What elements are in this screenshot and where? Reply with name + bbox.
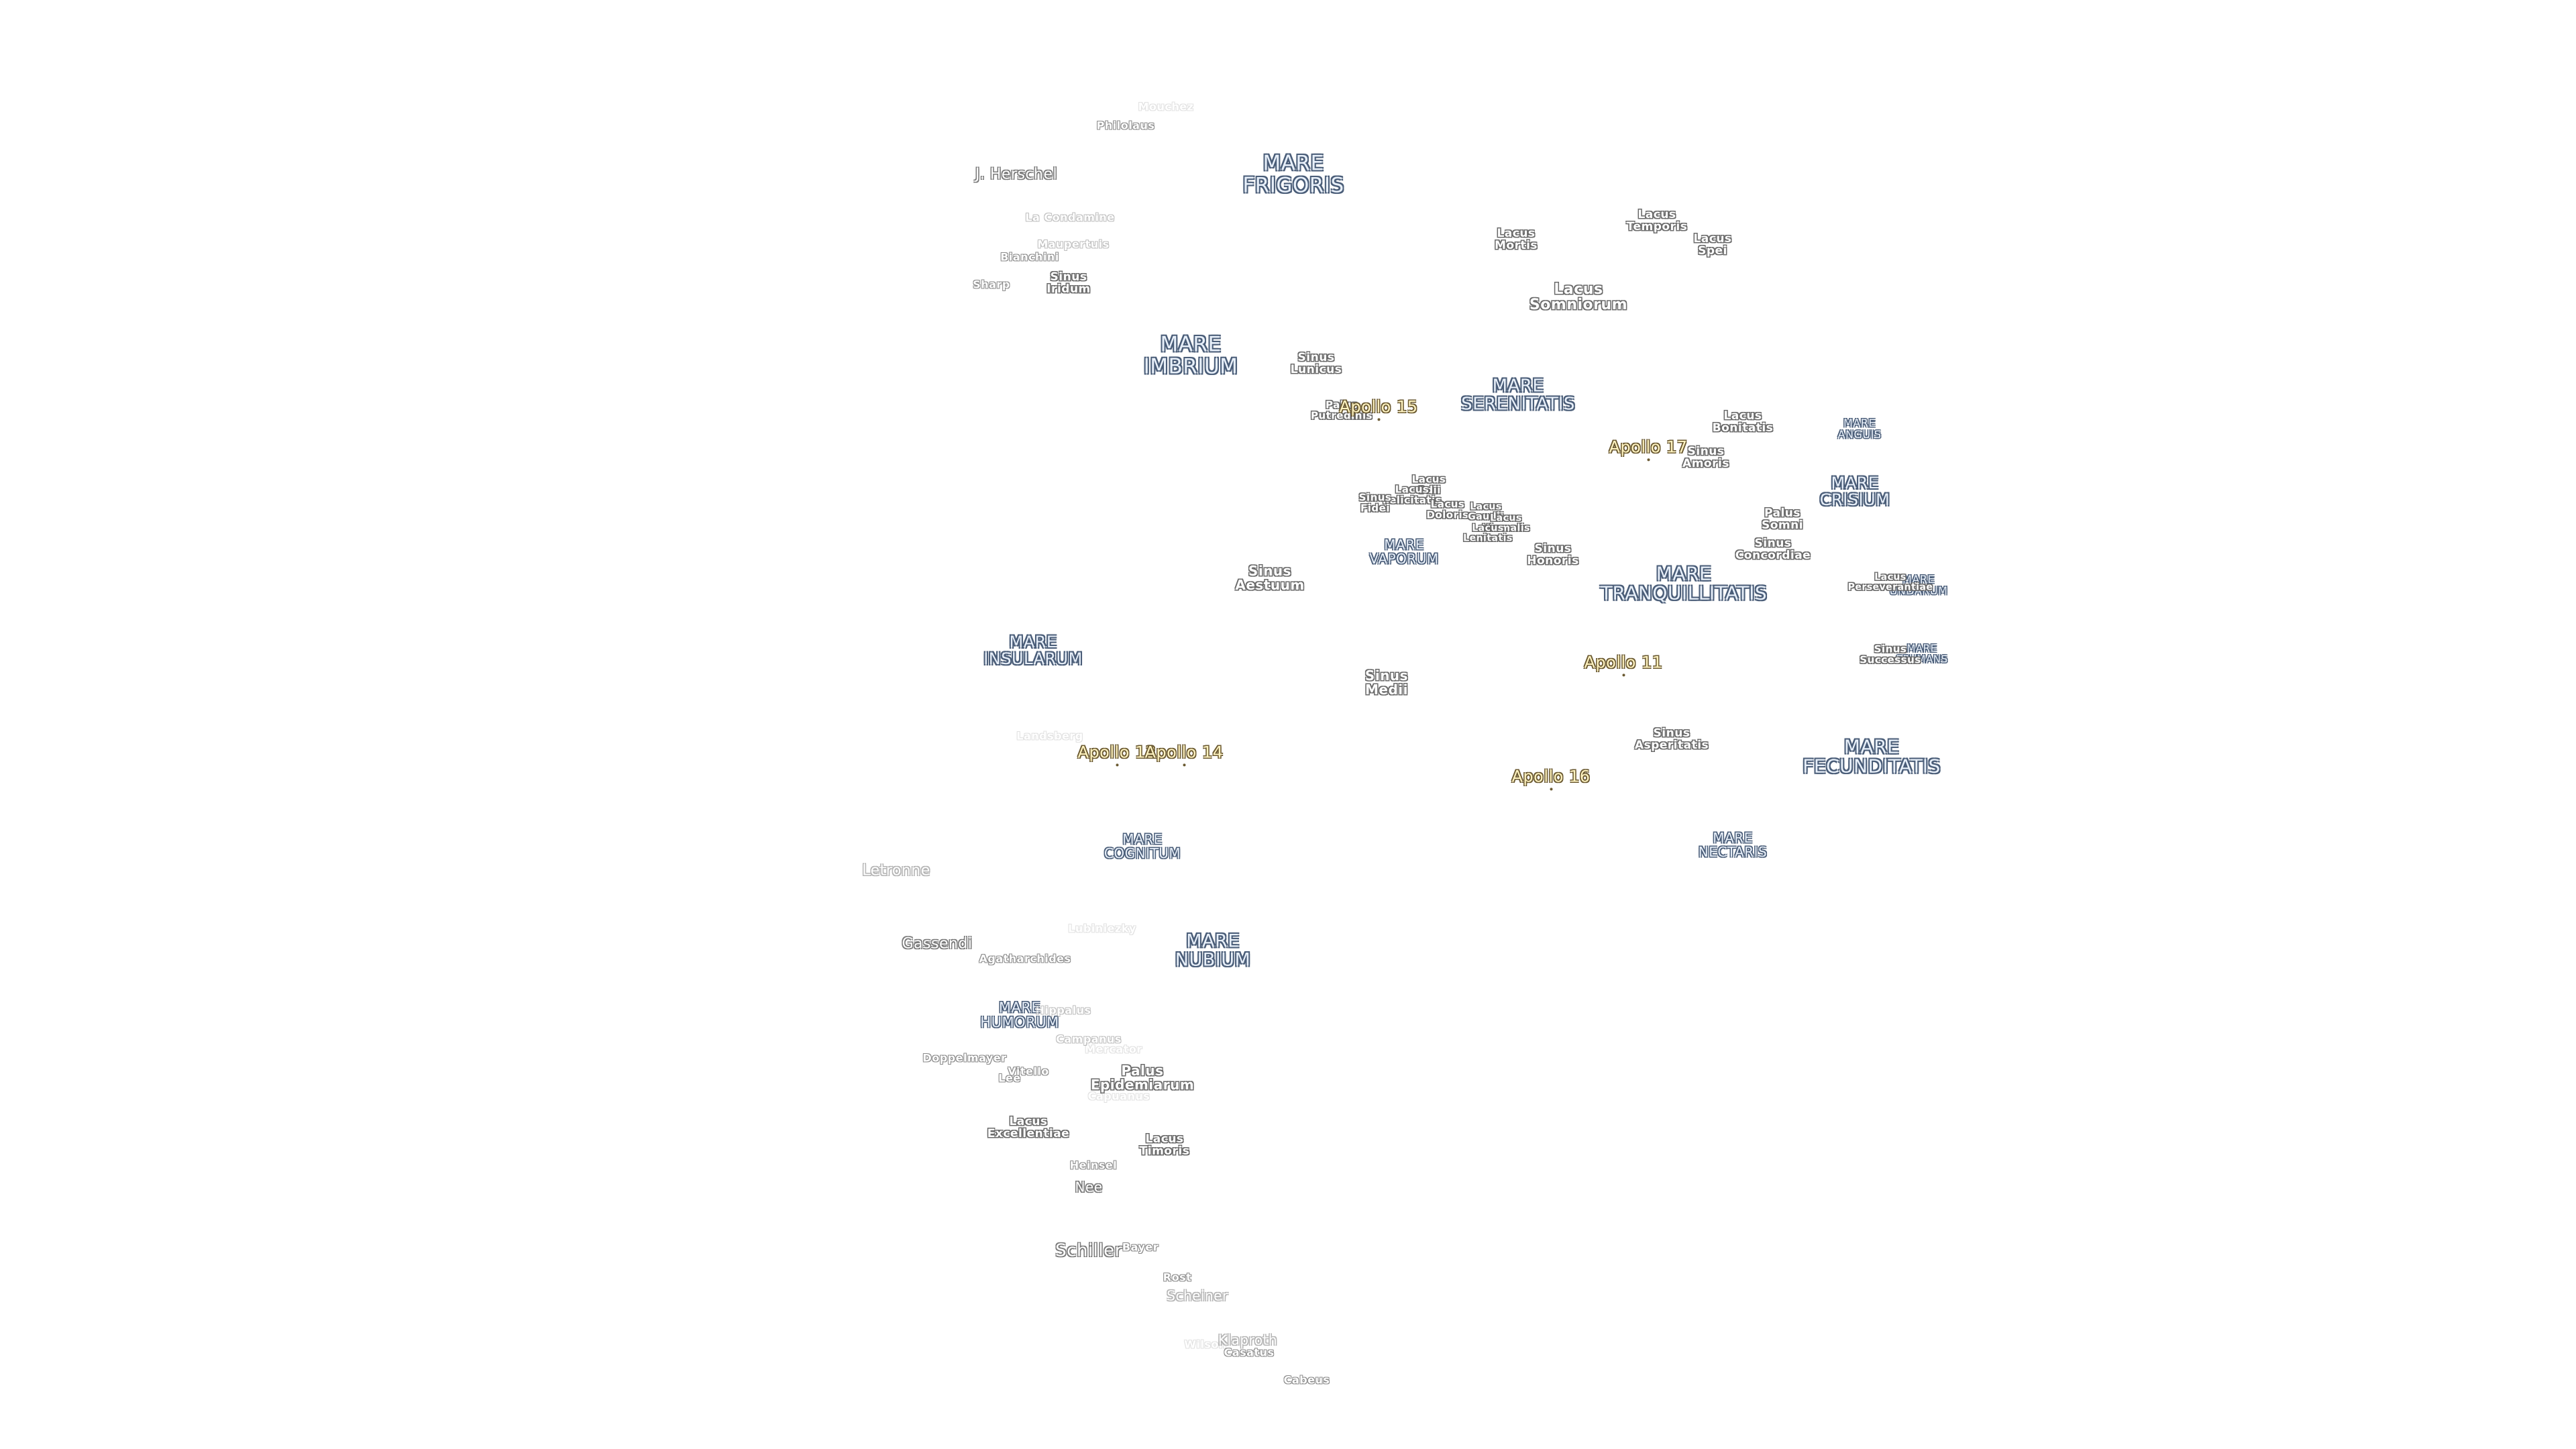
- lacus-doloris-label: Lacus Doloris: [1426, 498, 1469, 521]
- crater-rost-label: Rost: [1163, 1271, 1192, 1284]
- mare-humorum-label: MARE HUMORUM: [980, 999, 1059, 1030]
- apollo-12-site: Apollo 12: [1077, 743, 1157, 767]
- mare-insularum-label: MARE INSULARUM: [983, 632, 1083, 668]
- apollo-14-site: Apollo 14: [1144, 743, 1224, 767]
- crater-landsberg-label: Landsberg: [1016, 729, 1083, 743]
- mare-crisium-label: MARE CRISIUM: [1819, 473, 1890, 509]
- lacus-gaudii-label: Lacus Gaudii: [1468, 501, 1504, 522]
- crater-heinsel-label: Heinsel: [1069, 1159, 1118, 1172]
- crater-lee-label: Lee: [998, 1071, 1021, 1085]
- mare-fecunditatis-label: MARE FECUNDITATIS: [1803, 735, 1941, 777]
- crater-sharp-label: Sharp: [973, 278, 1010, 291]
- lacus-timoris-label: Lacus Timoris: [1139, 1132, 1190, 1158]
- lacus-perseverantiae-label: Lacus Perseverantiae: [1847, 572, 1933, 592]
- lacus-somniorum-label: Lacus Somniorum: [1529, 280, 1628, 313]
- lacus-odii-label: Lacus Odii: [1411, 473, 1446, 496]
- crater-capuanus-label: Capuanus: [1087, 1089, 1150, 1103]
- sinus-iridum-label: Sinus Iridum: [1046, 270, 1091, 296]
- apollo-15-site: Apollo 15: [1339, 397, 1418, 421]
- crater-la-condamine-label: La Condamine: [1025, 211, 1115, 224]
- mare-imbrium-label: MARE IMBRIUM: [1143, 332, 1238, 378]
- palus-somni-label: Palus Somni: [1761, 506, 1804, 532]
- mare-frigoris-label: MARE FRIGORIS: [1242, 151, 1344, 197]
- sinus-medii-label: Sinus Medii: [1364, 667, 1409, 698]
- crater-campanus-label: Campanus: [1056, 1032, 1122, 1046]
- crater-mercator-label: Mercator: [1085, 1042, 1142, 1056]
- sinus-amoris-label: Sinus Amoris: [1682, 445, 1729, 470]
- crater-bianchini-label: Bianchini: [1000, 250, 1059, 264]
- mare-undarum-label: MARE UNDARUM: [1889, 573, 1948, 597]
- crater-gassendi-label: Gassendi: [902, 935, 973, 953]
- crater-schiller-label: Schiller: [1055, 1240, 1122, 1261]
- crater-hippalus-label: Hippalus: [1035, 1004, 1091, 1017]
- mare-anguis-label: MARE ANGUIS: [1837, 417, 1882, 441]
- crater-doppelmayer-label: Doppelmayer: [922, 1051, 1007, 1065]
- sinus-concordiae-label: Sinus Concordiae: [1735, 537, 1811, 562]
- lacus-mortis-label: Lacus Mortis: [1494, 227, 1538, 252]
- sinus-fidei-label: Sinus Fidei: [1358, 491, 1392, 514]
- crater-letronne-label: Letronne: [862, 862, 930, 879]
- crater-cabeus-label: Cabeus: [1283, 1373, 1330, 1387]
- crater-j-herschel-label: J. Herschel: [975, 166, 1058, 183]
- sinus-lunicus-label: Sinus Lunicus: [1290, 351, 1342, 376]
- apollo-16-site: Apollo 16: [1511, 767, 1591, 791]
- apollo-17-site: Apollo 17: [1609, 437, 1688, 462]
- crater-casatus-label: Casatus: [1224, 1346, 1275, 1359]
- mare-nectaris-label: MARE NECTARIS: [1698, 830, 1768, 860]
- lacus-spei-label: Lacus Spei: [1693, 232, 1732, 258]
- palus-epidemiarum-label: Palus Epidemiarum: [1090, 1063, 1195, 1093]
- sinus-honoris-label: Sinus Honoris: [1527, 542, 1579, 568]
- lacus-lenitatis-label: Lacus Lenitatis: [1463, 523, 1513, 543]
- lacus-hiemalis-label: Lacus Hiemalis: [1482, 513, 1530, 533]
- crater-maupertuis-label: Maupertuis: [1037, 237, 1110, 251]
- crater-scheiner-label: Scheiner: [1167, 1287, 1228, 1304]
- lacus-temporis-label: Lacus Temporis: [1626, 208, 1688, 233]
- mare-nubium-label: MARE NUBIUM: [1175, 930, 1251, 971]
- crater-mouchez-label: Mouchez: [1138, 100, 1194, 113]
- sinus-successus-label: Sinus Successus: [1860, 643, 1921, 665]
- apollo-11-site: Apollo 11: [1584, 653, 1663, 677]
- mare-vaporum-label: MARE VAPORUM: [1369, 537, 1439, 567]
- mare-spumans-label: MARE SPUMANS: [1896, 642, 1948, 665]
- lacus-felicitatis-label: Lacus Felicitatis: [1382, 483, 1442, 506]
- crater-wilson-label: Wilson: [1184, 1338, 1227, 1351]
- sinus-aestuum-label: Sinus Aestuum: [1235, 563, 1305, 593]
- mare-tranquillitatis-label: MARE TRANQUILLITATIS: [1600, 562, 1768, 604]
- lacus-excellentiae-label: Lacus Excellentiae: [987, 1115, 1070, 1140]
- crater-klaproth-label: Klaproth: [1218, 1332, 1278, 1348]
- mare-cognitum-label: MARE COGNITUM: [1104, 831, 1181, 861]
- sinus-asperitatis-label: Sinus Asperitatis: [1634, 727, 1709, 752]
- crater-philolaus-label: Philolaus: [1096, 119, 1155, 132]
- palus-putredinis-label: Palus Putredinis: [1310, 398, 1373, 421]
- crater-lubiniezky-label: Lubiniezky: [1068, 922, 1136, 935]
- crater-agatharchides-label: Agatharchides: [979, 952, 1071, 965]
- crater-bayer-label: Bayer: [1122, 1240, 1159, 1254]
- crater-vitello-label: Vitello: [1008, 1065, 1049, 1078]
- crater-nee-label: Nee: [1075, 1179, 1103, 1195]
- lacus-bonitatis-label: Lacus Bonitatis: [1712, 409, 1774, 435]
- mare-serenitatis-label: MARE SERENITATIS: [1461, 376, 1575, 415]
